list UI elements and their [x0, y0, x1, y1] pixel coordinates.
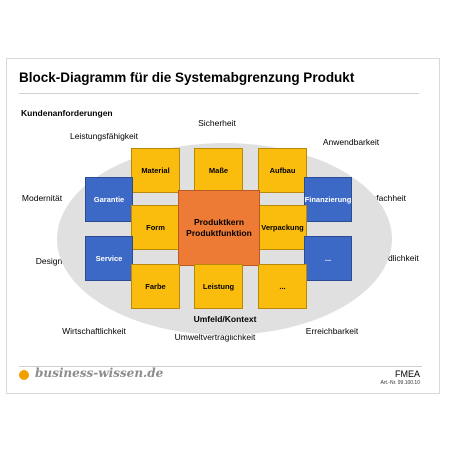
doc-type: FMEA	[394, 369, 420, 379]
block-verpackung: Verpackung	[258, 205, 307, 250]
page-title: Block-Diagramm für die Systemabgrenzung …	[19, 70, 355, 85]
footer-divider	[19, 366, 422, 367]
brand-dot-icon	[19, 370, 29, 380]
req-wirtschaftlichkeit: Wirtschaftlichkeit	[62, 326, 126, 336]
article-number: Art.-Nr. 99.100.10	[380, 380, 420, 386]
block-form: Form	[131, 205, 180, 250]
req-sicherheit: Sicherheit	[198, 118, 236, 128]
context-label: Umfeld/Kontext	[193, 314, 257, 324]
req-einfachheit: Einfachheit	[363, 193, 407, 203]
block-leistung: Leistung	[194, 264, 243, 309]
block-aufbau: Aufbau	[258, 148, 307, 193]
block-garantie: Garantie	[85, 177, 133, 222]
req-anwendbarkeit: Anwendbarkeit	[322, 137, 380, 147]
brand-logo: business-wissen.de	[35, 366, 164, 380]
section-heading: Kundenanforderungen	[21, 108, 113, 118]
block-finanzierung: Finanzierung	[304, 177, 352, 222]
block-farbe: Farbe	[131, 264, 180, 309]
block-service: Service	[85, 236, 133, 281]
req-design: Design	[35, 256, 63, 266]
req-modernitaet: Modernität	[21, 193, 63, 203]
block-core: Produktkern Produktfunktion	[178, 190, 260, 266]
req-umweltvertraeglichkeit: Umweltverträglichkeit	[174, 332, 256, 342]
req-leistungsfaehigkeit: Leistungsfähigkeit	[69, 131, 139, 141]
block-masse: Maße	[194, 148, 243, 193]
title-divider	[19, 93, 419, 94]
block-yellow-more: ...	[258, 264, 307, 309]
block-blue-more: ...	[304, 236, 352, 281]
req-verstaendlichkeit: Verständlichkeit	[359, 253, 419, 263]
block-material: Material	[131, 148, 180, 193]
req-erreichbarkeit: Erreichbarkeit	[305, 326, 359, 336]
